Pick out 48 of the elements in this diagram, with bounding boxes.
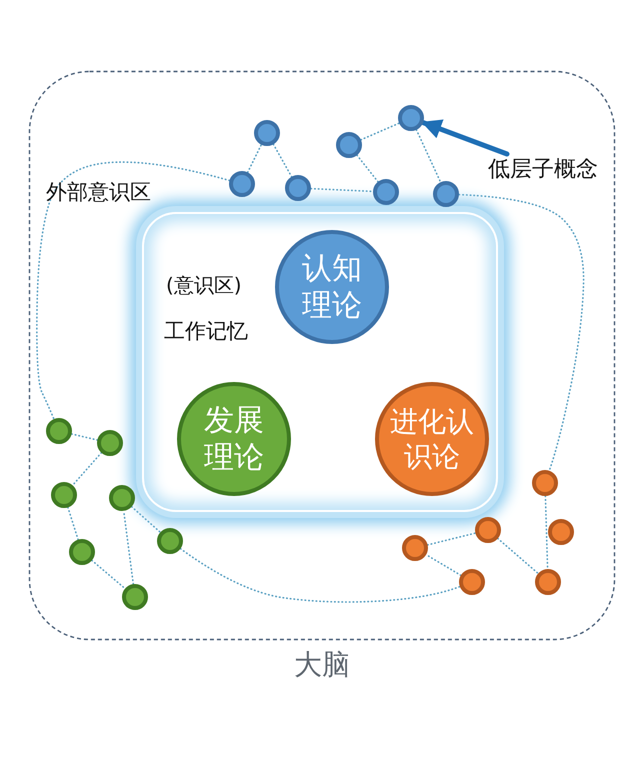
theory-circle: 发展理论 [177,382,291,496]
dotted-link [544,495,548,570]
dotted-link [425,554,462,576]
concept-dot [548,519,574,545]
concept-dot [229,171,255,197]
region-label: 外部意识区 [46,179,151,206]
dotted-link [246,144,262,174]
region-title: 大脑 [293,647,351,683]
concept-dot [398,105,424,131]
concept-dot [535,569,561,595]
dotted-link [130,506,162,534]
concept-dot [433,181,459,207]
callout-label: 低层子概念 [488,156,598,184]
dotted-link [72,452,102,486]
concept-dot [459,569,485,595]
dotted-link [310,188,374,192]
concept-dot [336,132,362,158]
region-label: (意识区) [166,272,242,299]
dotted-link [122,510,134,585]
concept-dot [157,528,183,554]
concept-dot [373,179,399,205]
dotted-link [36,161,230,420]
dotted-link [458,194,584,472]
region-label: 工作记忆 [164,318,248,345]
dotted-link [91,560,126,590]
dotted-link [272,144,292,178]
leader-arrow [420,120,510,156]
dotted-link [416,129,442,183]
dotted-link [180,548,461,603]
concept-dot [122,584,148,610]
concept-dot [69,539,95,565]
dotted-link [360,122,400,141]
dotted-link [67,506,79,540]
concept-dot [285,175,311,201]
concept-dot [402,535,428,561]
theory-circle: 认知理论 [275,230,389,344]
theory-circle: 进化认识论 [375,382,489,496]
concept-dot [109,485,135,511]
dotted-link [70,433,98,441]
concept-dot [475,517,501,543]
dotted-link [426,532,476,546]
concept-dot [51,482,77,508]
concept-dot [532,470,558,496]
concept-dot [97,430,123,456]
dotted-link [356,154,379,183]
dotted-link [497,538,539,574]
concept-dot [46,418,72,444]
concept-dot [254,120,280,146]
